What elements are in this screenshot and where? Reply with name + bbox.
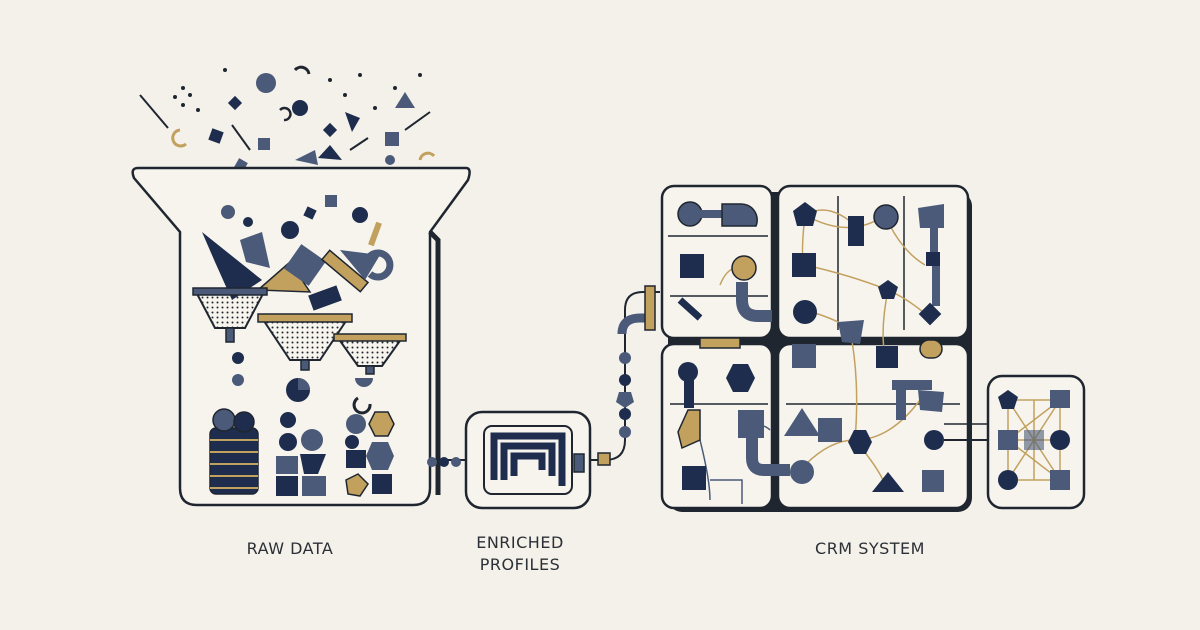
network-module	[986, 374, 1086, 510]
crm-system-label: CRM SYSTEM	[770, 538, 970, 560]
pipe-raw-to-enriched	[427, 457, 470, 467]
raw-data-funnel	[131, 166, 471, 507]
enriched-line2: PROFILES	[479, 555, 561, 574]
data-stack-right	[345, 411, 395, 497]
data-stack-left	[209, 408, 259, 495]
crm-system-text: CRM SYSTEM	[815, 539, 925, 558]
sieve-filters	[192, 287, 407, 375]
raw-data-text: RAW DATA	[246, 539, 334, 558]
raw-data-label: RAW DATA	[210, 538, 370, 560]
enriched-line1: ENRICHED	[476, 533, 564, 552]
crm-system-grid	[660, 184, 990, 512]
raw-particles	[139, 65, 436, 179]
enriched-profiles-module	[464, 410, 592, 510]
data-stack-middle	[276, 412, 326, 496]
pipe-enriched-to-crm	[590, 285, 660, 466]
enriched-profiles-label: ENRICHED PROFILES	[440, 532, 600, 576]
